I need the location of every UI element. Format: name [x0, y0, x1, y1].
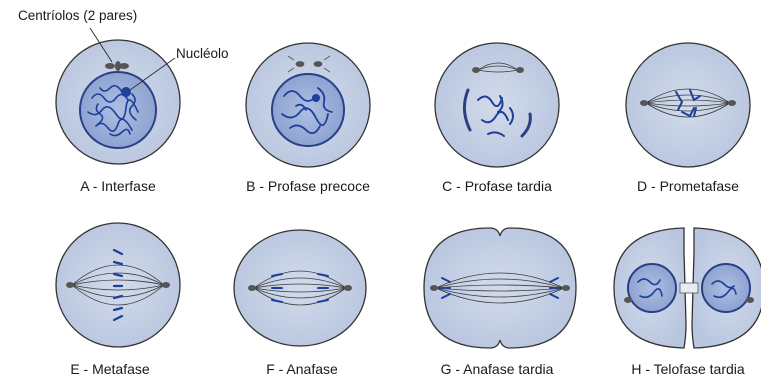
stage-label-f: F - Anafase	[266, 361, 338, 377]
daughter-nucleus-right	[702, 264, 750, 312]
stage-label-d: D - Prometafase	[637, 178, 739, 194]
stage-label-g: G - Anafase tardia	[441, 361, 554, 377]
stage-label-h: H - Telofase tardia	[631, 361, 744, 377]
stage-label-a: A - Interfase	[80, 178, 155, 194]
centrioles-annotation: Centríolos (2 pares)	[18, 8, 137, 23]
cell-anafase	[234, 230, 366, 346]
nucleolus	[121, 87, 131, 97]
cell-prometafase	[626, 43, 750, 167]
cell-telofase-tardia	[614, 228, 761, 348]
nucleolus	[312, 94, 320, 102]
stage-label-b: B - Profase precoce	[246, 178, 370, 194]
nucleus	[80, 72, 156, 148]
cell-anafase-tardia	[424, 228, 576, 348]
nucleus	[272, 74, 344, 146]
stage-label-e: E - Metafase	[70, 361, 149, 377]
cell-profase-precoce	[246, 43, 370, 167]
daughter-nucleus-left	[628, 264, 676, 312]
nucleolus-annotation: Nucléolo	[176, 46, 229, 61]
cell-metafase	[56, 223, 180, 347]
stage-label-c: C - Profase tardia	[442, 178, 552, 194]
cell-interfase	[56, 28, 180, 164]
cell-profase-tardia	[435, 43, 559, 167]
